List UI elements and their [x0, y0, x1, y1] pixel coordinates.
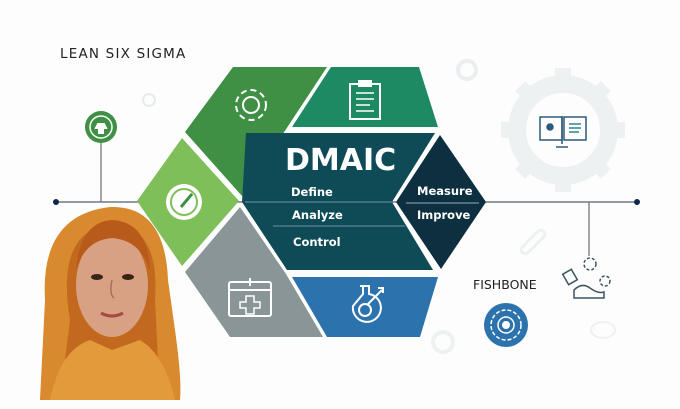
page-title: LEAN SIX SIGMA: [60, 46, 186, 62]
presenter-photo: [40, 206, 181, 400]
step-measure: Measure: [417, 184, 473, 198]
lean-badge-icon: [85, 111, 117, 143]
fishbone-label: FISHBONE: [473, 277, 537, 292]
step-define: Define: [291, 185, 333, 199]
background-eye-icon: [590, 321, 616, 339]
timeline-left-dot: [53, 199, 59, 205]
segment-settings[interactable]: [185, 67, 327, 196]
segment-clipboard[interactable]: [292, 67, 438, 127]
fishbone-wheel-icon: [484, 303, 528, 347]
step-improve: Improve: [417, 208, 471, 222]
stopwatch-icon: [166, 184, 202, 220]
step-control: Control: [293, 235, 341, 249]
background-gear-small-icon: [456, 59, 478, 81]
gear-icon: [235, 89, 267, 121]
timeline-right-dot: [634, 199, 640, 205]
medical-calendar-icon: [228, 278, 272, 317]
background-gear-bottom-icon: [431, 330, 455, 354]
target-flask-icon: [351, 285, 384, 323]
segment-health[interactable]: [185, 207, 323, 337]
background-face-icon: [142, 93, 156, 107]
background-pill-icon: [519, 228, 547, 256]
process-gears-icon: [561, 257, 611, 299]
background-gear-large: [508, 75, 618, 185]
step-analyze: Analyze: [292, 208, 343, 222]
clipboard-icon: [349, 80, 381, 120]
book-icon: [539, 116, 587, 148]
segment-measure-improve[interactable]: [396, 135, 486, 269]
segment-target[interactable]: [292, 277, 438, 337]
dmaic-heading: DMAIC: [285, 143, 396, 178]
